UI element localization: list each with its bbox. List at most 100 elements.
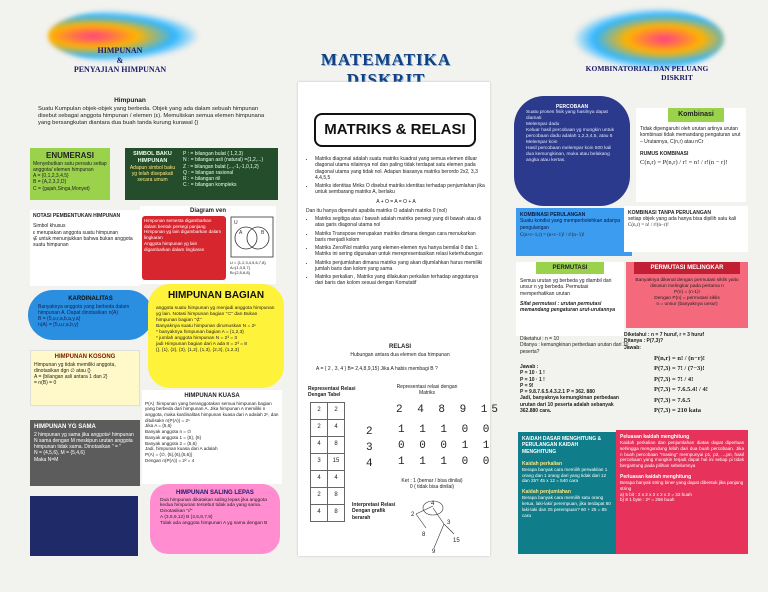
permutasi-text: Semua urutan yg berbeda yg diambil dari … [520, 278, 612, 297]
graph-node-8: 8 [422, 532, 426, 538]
venn-items: Himpunan semesta digambarkan dalam bentu… [144, 218, 222, 252]
venn-title: Diagram ven [189, 208, 226, 214]
kardinalitas-text: Banyaknya anggota yang berbeda dalam him… [38, 303, 130, 329]
perluasan-panel: Peluasan kaidah menghitung Kaidah perkal… [616, 430, 748, 554]
venn-list: Himpunan semesta digambarkan dalam bentu… [142, 216, 226, 280]
venn-u-label: U [234, 220, 238, 226]
table-cell: 4 [310, 436, 328, 454]
perluasan-text: Kaidah perkalian dan penjumlahan diatas … [620, 440, 744, 469]
identity-formula: A + O = A = O + A [376, 198, 416, 205]
table-cell: 8 [327, 436, 345, 454]
graph-node-4: 4 [431, 501, 435, 507]
contoh2-answer: P(n,r) = n! / (n−r)! P(7,3) = 7! / (7−3)… [654, 355, 708, 414]
kosong-text: Himpunan yg tidak memiliki anggota, dino… [34, 361, 116, 387]
percobaan-text: Suatu proses fisik yang hasilnya dapat d… [526, 110, 614, 164]
table-cell: 4 [310, 504, 328, 522]
table-cell: 2 [310, 402, 328, 420]
graph-loop [422, 500, 444, 516]
matriks-body: 1 1 1 0 0 0 0 0 1 1 1 1 1 0 0 [398, 422, 493, 470]
bullet-segitiga: Matriks segitiga atas / bawah adalah mat… [315, 216, 486, 229]
matriks-row-label-0: 2 [366, 426, 377, 438]
simbol-title: SIMBOL BAKU HIMPUNAN [133, 151, 172, 164]
bullet-penjumlahan: Matriks penjumlahan dimana matriks yang … [315, 260, 486, 273]
left-title-line1: HIMPUNAN [97, 46, 143, 55]
identity-note: Dan itu hanya dipenuhi apabila matriks O… [306, 207, 447, 214]
tanpa-formula: C(n,r) = n! / r!(n−r)! [628, 222, 669, 228]
kaidah-kali-title: Kaidah perkalian [522, 460, 563, 467]
lepas-panel: HIMPUNAN SALING LEPAS Dua himpunan dikat… [150, 484, 280, 554]
tabel-title: Representasi Relasi Dengan Tabel [308, 386, 356, 399]
kosong-panel: HIMPUNAN KOSONG Himpunan yg tidak memili… [30, 350, 140, 406]
perluasan-title: Peluasan kaidah menghitung [620, 434, 690, 440]
kuasa-text: P(A) :himpunan yang beranggotakan semua … [145, 400, 279, 463]
bullet-perkalian: Matriks perkalian , Matriks yang dilakuk… [315, 274, 486, 287]
himpunan-heading: Himpunan [114, 97, 146, 104]
permutasi-title: PERMUTASI [552, 265, 588, 271]
matriks-row-label-1: 3 [366, 442, 377, 454]
kaidah-jumlah-title: Kaidah penjumlahan [522, 489, 571, 496]
bullet-identitas: Matriks identitas Mriks O disebut matrik… [315, 183, 486, 196]
graph-node-3: 3 [447, 520, 451, 526]
simbol-subtitle: Adapun simbol baku yg telah disepakati s… [129, 164, 176, 184]
left-title-line3: PENYAJIAN HIMPUNAN [73, 65, 167, 75]
kuasa-title: HIMPUNAN KUASA [184, 393, 240, 399]
right-title-line1: KOMBINATORIAL DAN PELUANG [585, 64, 709, 73]
table-cell: 15 [327, 453, 345, 471]
venn-b-label: B [261, 230, 265, 236]
table-cell: 2 [327, 402, 345, 420]
right-title-line2: DISKRIT [661, 73, 693, 82]
permutasi-panel: PERMUTASI Semua urutan yg berbeda yg dia… [516, 262, 624, 336]
kombinasi-text: Tidak dipengaruhi oleh urutan artinya ur… [640, 126, 741, 145]
paint-splash-left [48, 10, 198, 62]
table-cell: 2 [310, 419, 328, 437]
table-cell: 2 [310, 487, 328, 505]
bullet-diagonal: Matriks diagonal adalah suatu matriks ku… [315, 156, 486, 181]
tanpa-panel: KOMBINASI TANPA PERULANGAN setiap objek … [624, 206, 748, 252]
bullet-zero: Matriks Zero/Nol matriks yang elemen-ele… [315, 245, 486, 258]
kuasa-panel: HIMPUNAN KUASA P(A) :himpunan yang beran… [142, 390, 282, 484]
sama-panel: HIMPUNAN YG SAMA 2 himpunan yg sama jika… [30, 420, 140, 486]
notasi-title: NOTASI PEMBENTUKAN HIMPUNAN [33, 213, 121, 219]
table-cell: 8 [327, 487, 345, 505]
right-title: KOMBINATORIAL DAN PELUANG DISKRIT [562, 64, 732, 82]
perluasan2-title: Perluasan kaidah menghitung [620, 473, 692, 480]
venn-diagram: U A B [230, 216, 274, 258]
rumus-formula: C(n,r) = P(n,r) / r! = n! / r!(n − r)! [640, 159, 728, 166]
permutasi-sifat: Sifat permutasi : urutan permutasi meman… [520, 300, 616, 313]
matriks-row-header: 2 3 4 [366, 424, 377, 472]
venn-universe [230, 216, 274, 258]
percobaan-cloud: PERCOBAAN Suatu proses fisik yang hasiln… [514, 96, 630, 206]
perulangan-text: Suatu kondisi yang memperbolehkan adanya… [520, 218, 621, 231]
left-title: HIMPUNAN & PENYAJIAN HIMPUNAN [40, 46, 200, 75]
graph-node-9: 9 [432, 549, 436, 554]
percobaan-title: PERCOBAAN [555, 104, 589, 110]
table-cell: 4 [327, 470, 345, 488]
table-cell: 4 [327, 419, 345, 437]
bagian-title: HIMPUNAN BAGIAN [167, 290, 265, 301]
relasi-subtitle: Hubungan antara dua elemen dua himpunan [350, 352, 450, 358]
graph-node-15: 15 [453, 538, 460, 544]
contoh1-answer: Jawab : P = 10 · 1 ! P = 10 · 1 ! P = 9!… [520, 364, 619, 414]
enumerasi-panel: ENUMERASI Menyebutkan satu persatu setia… [30, 148, 110, 200]
contoh2-question: Diketahui : n = 7 huruf, r = 3 huruf Dit… [624, 332, 705, 351]
perulangan-title: KOMBINASI PERULANGAN [520, 212, 586, 218]
relasi-sets: A = { 2 , 3, 4 } B= 2,4,8,9,15} Jika A h… [316, 366, 438, 372]
tanpa-title: KOMBINASI TANPA PERULANGAN [628, 210, 711, 216]
center-title-box: MATRIKS & RELASI [314, 113, 476, 147]
relasi-title: RELASI [388, 344, 411, 350]
bagian-text: anggota suatu himpunan yg menjadi anggot… [156, 306, 275, 353]
perulangan-formula: C(n+r−1,r) = (n+r−1)! / r!(n−1)! [520, 232, 585, 238]
notasi-text: Simbol khusus ε merupakan anggota suatu … [33, 223, 133, 248]
venn-circle-a [234, 226, 258, 250]
dark-note-panel [30, 496, 138, 556]
permutasi-title-box: PERMUTASI [536, 262, 604, 274]
kaidah-panel: KAIDAH DASAR MENGHITUNG & PERULANGAN KAI… [518, 432, 616, 554]
matriks-title: Representasi relasi dengan Matriks [396, 384, 458, 397]
graf-title: Interpretasi Relasi Dengan grafik berara… [352, 502, 396, 521]
simbol-panel: SIMBOL BAKU HIMPUNAN Adapun simbol baku … [125, 148, 180, 200]
melingkar-panel: PERMUTASI MELINGKAR Banyaknya dikenal de… [626, 262, 748, 328]
kosong-title: HIMPUNAN KOSONG [54, 354, 116, 360]
